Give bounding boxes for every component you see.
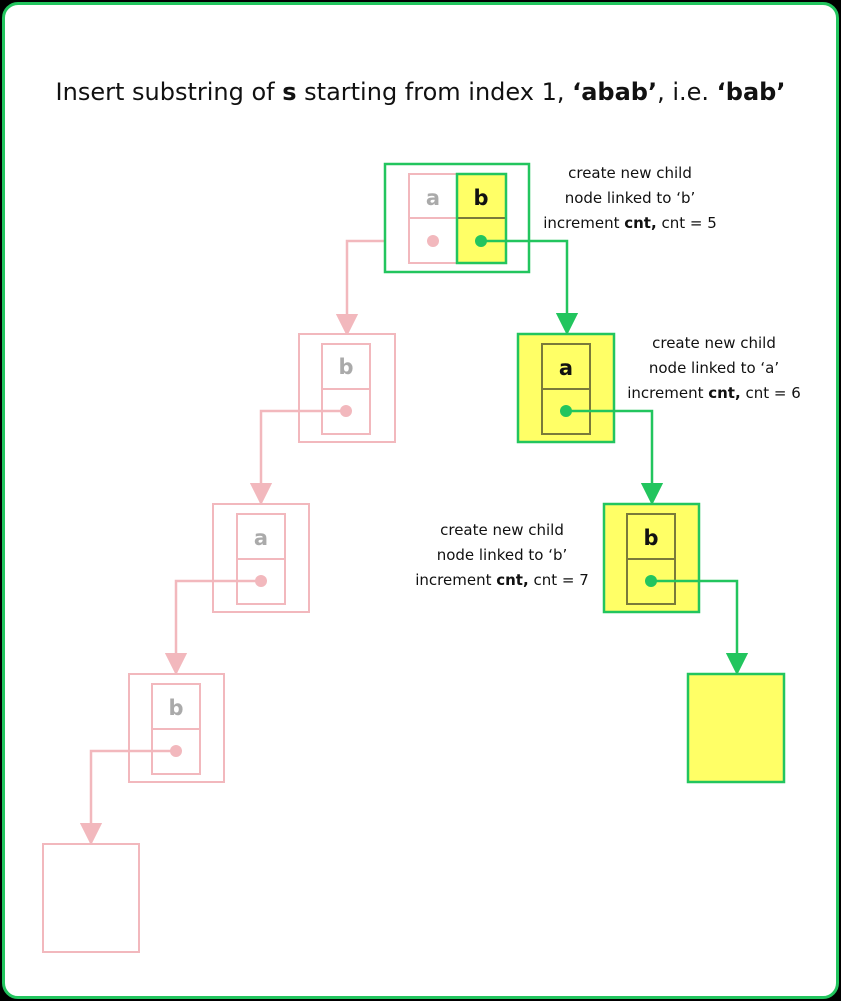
edge-root-b-to-new-a	[481, 239, 579, 336]
new-node-letter: a	[559, 356, 573, 380]
annotation-cnt-5: create new child node linked to ‘b’ incr…	[543, 164, 717, 232]
new-leaf-node	[686, 672, 786, 784]
faded-node-b-3: b	[128, 673, 225, 783]
faded-edge-a-to-b	[164, 579, 261, 676]
faded-node-a-2: a	[212, 503, 310, 613]
faded-edge-b-to-a	[249, 409, 346, 506]
diagram-title: Insert substring of s starting from inde…	[55, 78, 786, 106]
faded-node-b-1: b	[298, 333, 396, 443]
root-letter-b: b	[473, 186, 488, 210]
new-node-letter: b	[643, 526, 658, 550]
annotation-cnt-7: create new child node linked to ‘b’ incr…	[415, 521, 589, 589]
new-node-a: a	[516, 332, 616, 444]
faded-leaf-node	[42, 843, 140, 953]
root-node: a b	[383, 162, 531, 274]
faded-node-letter: a	[254, 526, 268, 550]
root-letter-a: a	[426, 186, 440, 210]
faded-node-letter: b	[338, 355, 353, 379]
edge-new-b-to-leaf	[651, 579, 749, 676]
annotation-cnt-6: create new child node linked to ‘a’ incr…	[627, 334, 801, 402]
faded-edge-b-to-leaf	[79, 749, 176, 846]
edge-new-a-to-new-b	[566, 409, 664, 506]
new-node-b: b	[602, 502, 701, 614]
faded-node-letter: b	[168, 696, 183, 720]
